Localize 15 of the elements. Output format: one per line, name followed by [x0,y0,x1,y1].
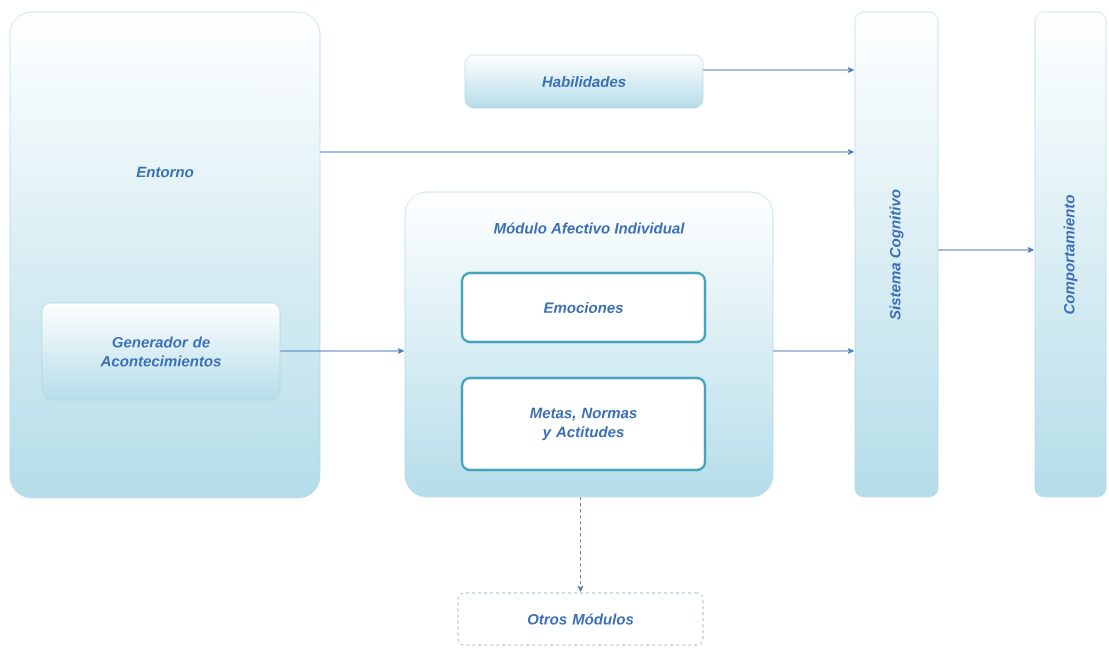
inner-box: Metas, Normas y Actitudes [460,376,707,472]
arrow [577,496,584,592]
bar-label: Comportamiento [1063,195,1078,314]
box-heading: Módulo Afectivo Individual [493,222,685,234]
arrow [319,149,854,155]
process-box: Generador de Acontecimientos [41,302,281,401]
arrow [702,67,854,73]
arrow [772,348,854,354]
arrow [279,348,404,354]
box-heading: Entorno [136,166,194,178]
arrow [937,247,1034,253]
dashed-box: Otros Módulos [457,592,704,646]
inner-box: Emociones [460,271,707,344]
bar-label: Sistema Cognitivo [889,189,904,320]
process-box: Habilidades [464,54,704,109]
